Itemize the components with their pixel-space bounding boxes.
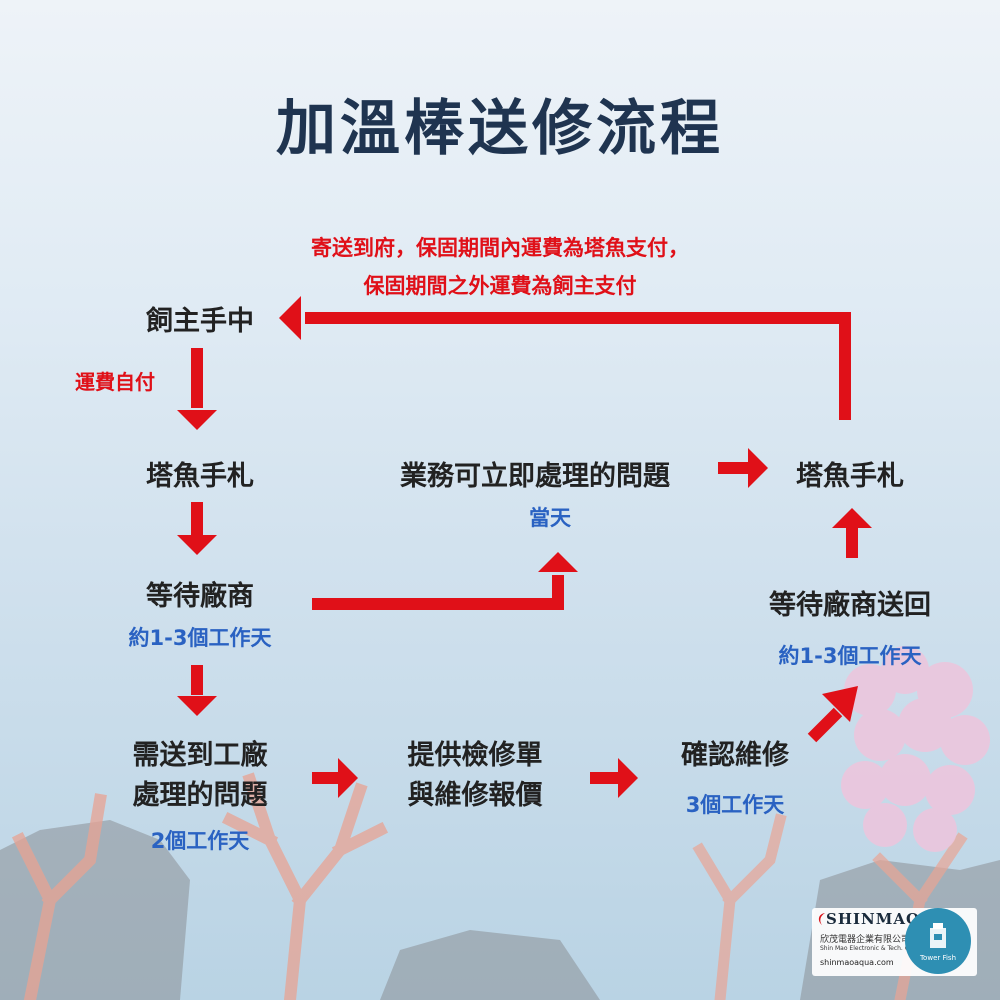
logo-company-en: Shin Mao Electronic & Tech. Co., Ltd. [820, 945, 930, 952]
node-quote-line1: 提供檢修單 [407, 740, 543, 771]
arrow-wait-to-factory-head [177, 696, 217, 716]
factory-time: 2個工作天 [150, 829, 250, 853]
coral-pink [841, 646, 990, 852]
arrow-confirm-to-return-head [822, 686, 858, 722]
arrow-quote-to-confirm-head [618, 758, 638, 798]
immediate-time: 當天 [529, 506, 571, 530]
confirm-time: 3個工作天 [685, 793, 785, 817]
node-wait-vendor: 等待廠商 [146, 581, 254, 612]
wait-return-time: 約1-3個工作天 [778, 644, 922, 668]
node-owner: 飼主手中 [146, 306, 254, 337]
page-title: 加溫棒送修流程 [276, 94, 724, 164]
node-wait-return: 等待廠商送回 [769, 590, 931, 621]
arrow-wait-to-immediate-head [538, 552, 578, 572]
arrow-factory-to-quote-head [338, 758, 358, 798]
node-factory-line2: 處理的問題 [132, 780, 268, 811]
arrow-return-loop-shaft [305, 312, 851, 420]
tower-fish-icon [930, 923, 946, 948]
arrow-immediate-to-shop-head [748, 448, 768, 488]
shipping-note: 運費自付 [75, 370, 155, 394]
node-immediate: 業務可立即處理的問題 [400, 461, 670, 492]
wait-vendor-time: 約1-3個工作天 [128, 626, 272, 650]
node-confirm: 確認維修 [681, 740, 789, 771]
arrow-return-to-shop-head [832, 508, 872, 528]
logo-brand: SHINMAO [826, 910, 921, 928]
logo-badge-text: Tower Fish [919, 954, 957, 962]
node-factory-line1: 需送到工廠 [132, 740, 268, 771]
return-note-line1: 寄送到府，保固期間內運費為塔魚支付， [311, 236, 689, 260]
arrow-owner-to-shop-head [177, 410, 217, 430]
node-shop-right: 塔魚手札 [796, 461, 904, 492]
logo-company-cn: 欣茂電器企業有限公司 [820, 935, 911, 945]
node-shop-left: 塔魚手札 [146, 461, 254, 492]
node-quote-line2: 與維修報價 [407, 780, 543, 811]
shinmao-swoosh-icon [818, 913, 825, 925]
arrow-shop-to-wait-head [177, 535, 217, 555]
arrow-confirm-to-return-shaft [807, 707, 843, 743]
arrow-wait-to-immediate-shaft [312, 575, 564, 610]
tower-fish-logo: Tower Fish [905, 908, 971, 974]
return-note-line2: 保固期間之外運費為飼主支付 [363, 274, 637, 298]
coral-left [11, 772, 389, 1000]
arrow-return-loop-head [279, 296, 301, 340]
logo-website: shinmaoaqua.com [820, 958, 894, 967]
